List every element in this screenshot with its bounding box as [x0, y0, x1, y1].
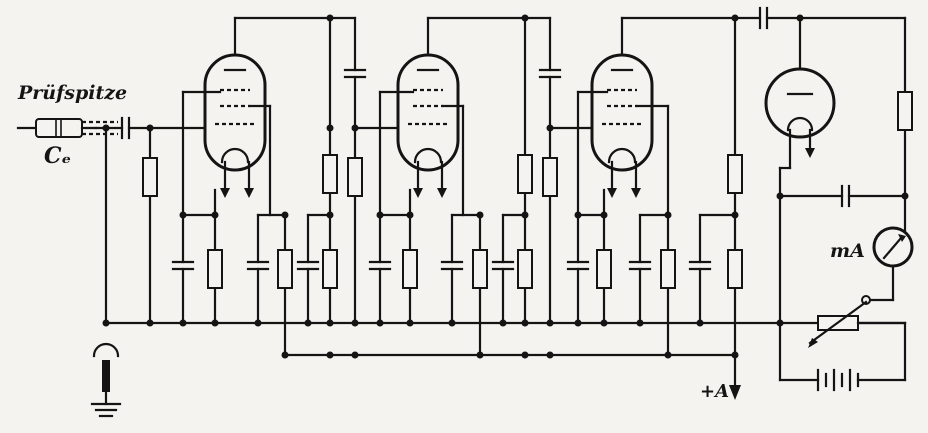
plate-bus-vertical — [729, 16, 741, 400]
milliammeter-label: mA — [830, 240, 865, 262]
stage-1-parts — [171, 104, 293, 357]
battery — [778, 368, 907, 392]
input-ground-line — [90, 124, 122, 418]
detector-tube — [764, 16, 836, 382]
milliammeter — [861, 226, 914, 305]
coupling-2-3 — [491, 14, 604, 325]
tube-2 — [378, 16, 527, 217]
coupling-1-2 — [296, 14, 410, 325]
potentiometer — [776, 300, 907, 382]
load-resistor — [776, 16, 913, 237]
grid-resistor-1 — [142, 124, 217, 325]
tube-1 — [181, 16, 332, 217]
plus-a-terminal-label: +A — [700, 381, 730, 402]
output-coupling-capacitor — [731, 6, 907, 30]
stage-2-parts — [368, 104, 488, 357]
probe-label: Prüfspitze — [18, 82, 128, 104]
stage-3-parts — [566, 104, 743, 357]
probe-tip — [16, 118, 118, 138]
junctions — [102, 124, 739, 359]
tube-3 — [576, 16, 762, 217]
capacitor-ce-label: Cₑ — [44, 143, 72, 169]
